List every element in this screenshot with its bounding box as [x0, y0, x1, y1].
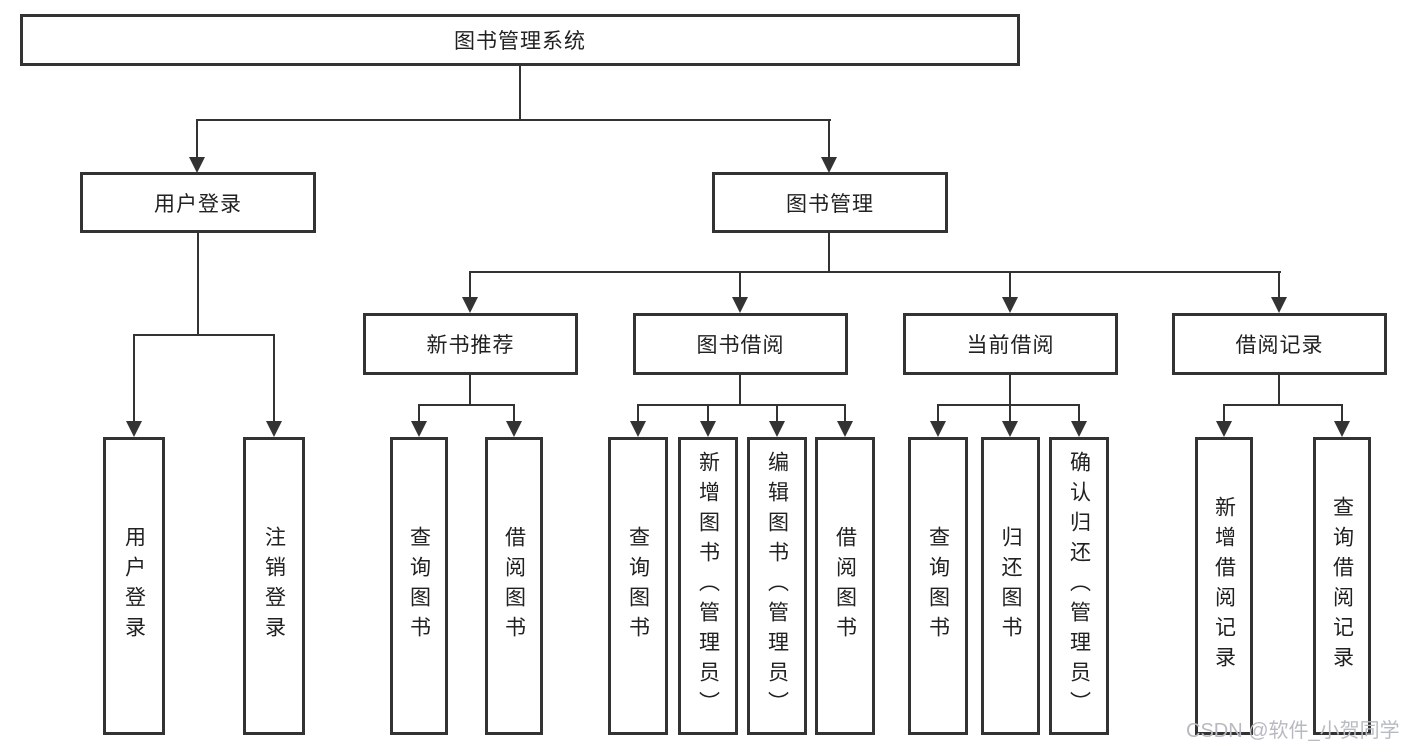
- edge-g2-stem: [1009, 373, 1011, 406]
- edge-g0-bar: [418, 404, 515, 406]
- leaf-g0-query-books: 查询图书: [390, 437, 448, 735]
- leaf-g2-return-books: 归还图书: [981, 437, 1040, 735]
- arrow-down-icon: [1334, 421, 1350, 437]
- edge-g0-stem: [469, 373, 471, 406]
- leaf-g1-add-books-admin-label: 新增图书（管理员）: [696, 451, 720, 721]
- edge-user-stem: [197, 231, 199, 336]
- arrow-down-icon: [462, 297, 478, 313]
- node-new-book-recommend: 新书推荐: [363, 313, 578, 375]
- node-current-borrow-label: 当前借阅: [966, 334, 1055, 357]
- edge-g1-drop-2: [707, 404, 709, 423]
- arrow-down-icon: [630, 421, 646, 437]
- leaf-g2-return-books-label: 归还图书: [999, 526, 1022, 646]
- leaf-g3-add-borrow-record-label: 新增借阅记录: [1212, 496, 1236, 676]
- node-book-borrow: 图书借阅: [633, 313, 848, 375]
- leaf-g2-query-books: 查询图书: [908, 437, 968, 735]
- arrow-down-icon: [506, 421, 522, 437]
- leaf-g3-add-borrow-record: 新增借阅记录: [1195, 437, 1253, 735]
- leaf-g1-query-books: 查询图书: [608, 437, 668, 735]
- edge-user-drop-2: [273, 334, 275, 422]
- arrow-down-icon: [821, 157, 837, 173]
- leaf-logout: 注销登录: [243, 437, 305, 735]
- leaf-g0-query-books-label: 查询图书: [407, 526, 431, 646]
- edge-book-bar: [469, 271, 1281, 273]
- leaf-g1-edit-books-admin-label: 编辑图书（管理员）: [765, 451, 789, 721]
- edge-root-bar: [196, 119, 831, 121]
- edge-g2-drop-1: [937, 404, 939, 423]
- node-new-book-recommend-label: 新书推荐: [426, 334, 515, 357]
- node-borrow-records: 借阅记录: [1172, 313, 1387, 375]
- edge-root-drop-right: [828, 119, 830, 159]
- node-borrow-records-label: 借阅记录: [1235, 334, 1324, 357]
- leaf-g2-confirm-return-admin: 确认归还（管理员）: [1049, 437, 1109, 735]
- edge-g0-drop-2: [513, 404, 515, 423]
- leaf-g1-borrow-books: 借阅图书: [815, 437, 875, 735]
- leaf-g0-borrow-books-label: 借阅图书: [502, 526, 526, 646]
- leaf-g1-query-books-label: 查询图书: [626, 526, 650, 646]
- arrow-down-icon: [769, 421, 785, 437]
- edge-g3-drop-1: [1223, 404, 1225, 423]
- leaf-g1-add-books-admin: 新增图书（管理员）: [678, 437, 738, 735]
- edge-book-drop-4: [1278, 271, 1280, 298]
- edge-g1-stem: [739, 373, 741, 406]
- leaf-g2-query-books-label: 查询图书: [926, 526, 950, 646]
- arrow-down-icon: [1002, 421, 1018, 437]
- edge-root-stem: [519, 64, 521, 121]
- arrow-down-icon: [1216, 421, 1232, 437]
- edge-book-drop-2: [739, 271, 741, 298]
- leaf-g3-query-borrow-record: 查询借阅记录: [1313, 437, 1371, 735]
- leaf-user-login-label: 用户登录: [122, 526, 146, 646]
- node-book-borrow-label: 图书借阅: [696, 334, 785, 357]
- leaf-g1-borrow-books-label: 借阅图书: [833, 526, 857, 646]
- node-root-label: 图书管理系统: [454, 30, 586, 53]
- node-book-management-label: 图书管理: [786, 192, 874, 216]
- node-root: 图书管理系统: [20, 14, 1020, 66]
- edge-g3-bar: [1223, 404, 1343, 406]
- arrow-down-icon: [732, 297, 748, 313]
- edge-g2-bar: [937, 404, 1080, 406]
- arrow-down-icon: [1002, 297, 1018, 313]
- edge-g1-drop-4: [844, 404, 846, 423]
- edge-g1-drop-3: [776, 404, 778, 423]
- arrow-down-icon: [126, 421, 142, 437]
- arrow-down-icon: [189, 157, 205, 173]
- leaf-user-login: 用户登录: [103, 437, 165, 735]
- csdn-watermark: CSDN @软件_小贺同学: [1186, 720, 1400, 742]
- arrow-down-icon: [411, 421, 427, 437]
- edge-book-stem: [828, 231, 830, 273]
- node-book-management: 图书管理: [712, 172, 948, 233]
- arrow-down-icon: [837, 421, 853, 437]
- edge-book-drop-1: [469, 271, 471, 298]
- leaf-g1-edit-books-admin: 编辑图书（管理员）: [747, 437, 807, 735]
- edge-g0-drop-1: [418, 404, 420, 423]
- arrow-down-icon: [930, 421, 946, 437]
- edge-g3-drop-2: [1341, 404, 1343, 423]
- leaf-g2-confirm-return-admin-label: 确认归还（管理员）: [1067, 451, 1091, 721]
- edge-user-drop-1: [133, 334, 135, 422]
- arrow-down-icon: [1071, 421, 1087, 437]
- edge-book-drop-3: [1009, 271, 1011, 298]
- edge-g2-drop-3: [1078, 404, 1080, 423]
- arrow-down-icon: [700, 421, 716, 437]
- arrow-down-icon: [266, 421, 282, 437]
- node-user-login-label: 用户登录: [154, 192, 242, 216]
- edge-g1-drop-1: [637, 404, 639, 423]
- edge-g1-bar: [637, 404, 846, 406]
- edge-g3-stem: [1278, 373, 1280, 406]
- leaf-logout-label: 注销登录: [262, 526, 286, 646]
- arrow-down-icon: [1271, 297, 1287, 313]
- leaf-g0-borrow-books: 借阅图书: [485, 437, 543, 735]
- leaf-g3-query-borrow-record-label: 查询借阅记录: [1330, 496, 1354, 676]
- edge-user-bar: [133, 334, 275, 336]
- edge-root-drop-left: [196, 119, 198, 159]
- edge-g2-drop-2: [1009, 404, 1011, 423]
- node-current-borrow: 当前借阅: [903, 313, 1118, 375]
- node-user-login: 用户登录: [80, 172, 316, 233]
